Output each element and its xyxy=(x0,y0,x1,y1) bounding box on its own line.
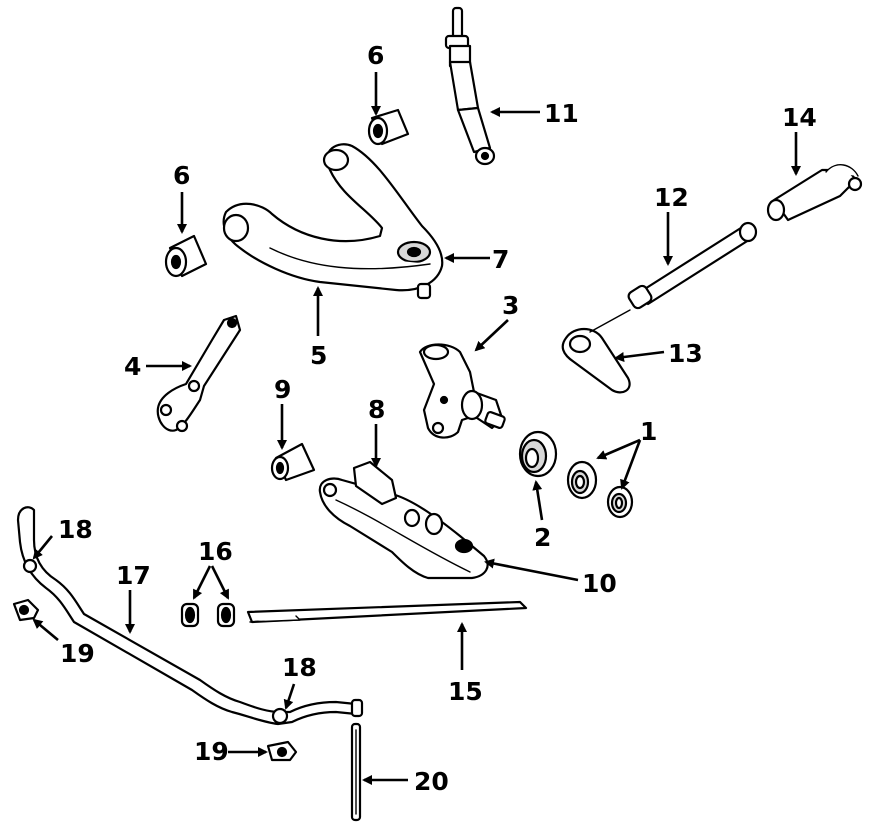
callout-14: 14 xyxy=(782,103,817,132)
callout-3: 3 xyxy=(502,291,519,320)
callout-19a: 19 xyxy=(60,639,95,668)
callout-13: 13 xyxy=(668,339,703,368)
callout-17: 17 xyxy=(116,561,151,590)
leader-16b xyxy=(210,565,230,600)
callout-12: 12 xyxy=(654,183,689,212)
lower-bushing xyxy=(270,442,316,482)
wheel-bearing-outer xyxy=(606,485,634,519)
upper-bushing-left xyxy=(164,234,208,278)
upper-control-arm xyxy=(222,143,444,300)
stabilizer-bracket-left xyxy=(12,598,40,622)
idler-arm xyxy=(561,309,631,394)
callout-16: 16 xyxy=(198,537,233,566)
leader-2 xyxy=(532,480,544,521)
leader-3 xyxy=(474,319,509,352)
callout-5: 5 xyxy=(310,341,327,370)
stabilizer-bracket-right xyxy=(266,740,298,762)
strut-rod xyxy=(246,600,528,624)
callout-10: 10 xyxy=(582,569,617,598)
sway-bar-bushing-right xyxy=(216,602,236,628)
callout-6a: 6 xyxy=(367,41,384,70)
tie-rod xyxy=(627,221,758,310)
callout-19b: 19 xyxy=(194,737,229,766)
tie-rod-end xyxy=(766,164,863,222)
lower-control-arm xyxy=(318,460,489,580)
sway-bar-bushing-left xyxy=(180,602,200,628)
callout-20: 20 xyxy=(414,767,449,796)
leader-10 xyxy=(484,558,579,582)
shock-absorber xyxy=(444,6,496,166)
callout-1: 1 xyxy=(640,417,657,446)
callout-lines xyxy=(32,72,801,785)
stabilizer-link xyxy=(350,722,362,822)
callout-18b: 18 xyxy=(282,653,317,682)
callout-15: 15 xyxy=(448,677,483,706)
leader-16a xyxy=(192,565,212,600)
callout-9: 9 xyxy=(274,375,291,404)
callout-7: 7 xyxy=(492,245,509,274)
leader-19a xyxy=(32,618,59,641)
leader-1a xyxy=(596,438,641,460)
callout-8: 8 xyxy=(368,395,385,424)
leader-13 xyxy=(614,350,665,362)
upper-bushing-top xyxy=(367,108,410,146)
callout-4: 4 xyxy=(124,352,141,381)
callout-2: 2 xyxy=(534,523,551,552)
callout-6b: 6 xyxy=(173,161,190,190)
grease-seal xyxy=(518,430,558,478)
callout-labels: 1 2 3 4 5 6 6 7 8 9 10 11 12 13 14 15 16… xyxy=(58,41,817,796)
leader-1b xyxy=(620,439,642,490)
steering-knuckle xyxy=(418,343,506,439)
callout-11: 11 xyxy=(544,99,579,128)
steering-arm xyxy=(156,314,242,433)
leader-18b xyxy=(283,683,296,710)
leader-18a xyxy=(32,535,54,560)
wheel-bearing-inner xyxy=(566,460,598,500)
stabilizer-bar xyxy=(16,506,364,726)
callout-18a: 18 xyxy=(58,515,93,544)
